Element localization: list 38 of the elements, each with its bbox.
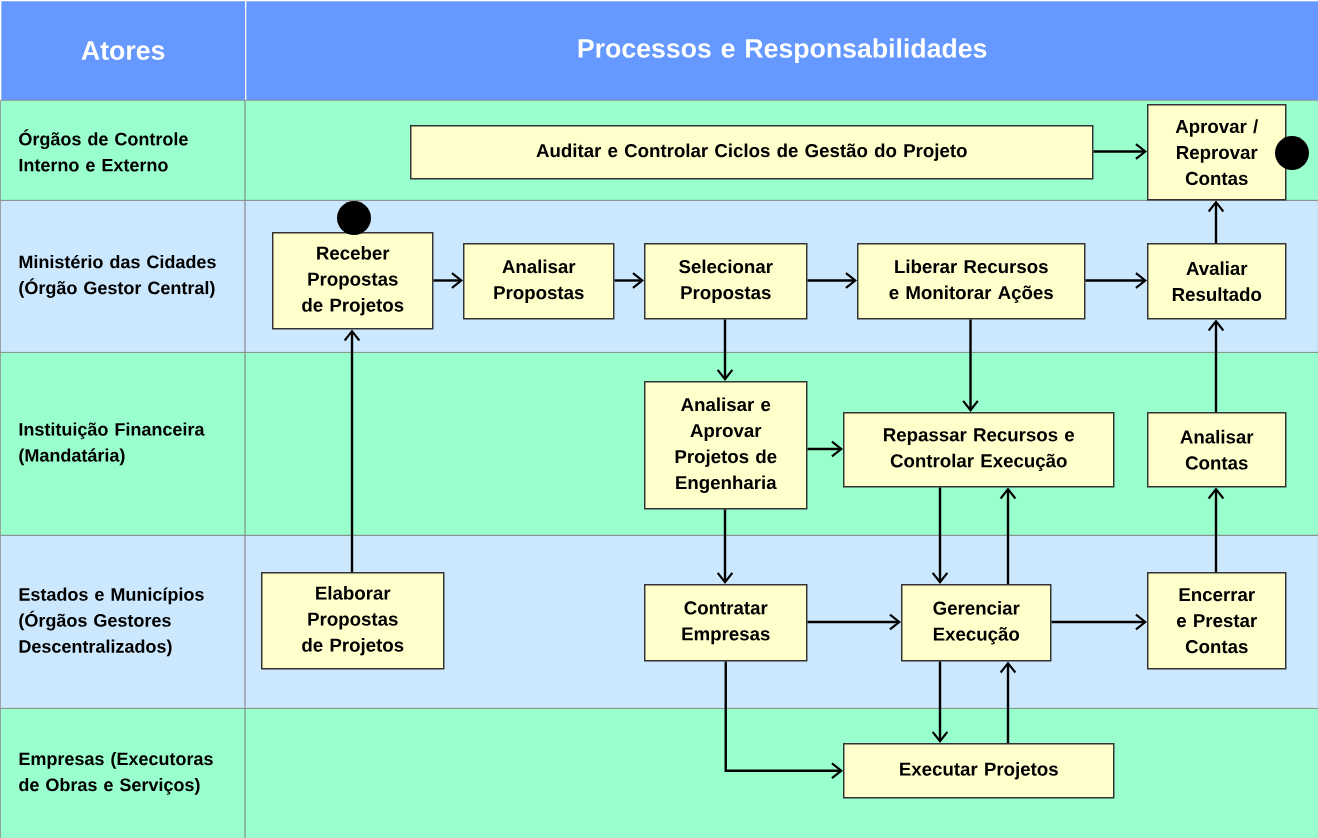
arrow bbox=[962, 319, 979, 412]
state-dot bbox=[337, 201, 371, 235]
arrow bbox=[433, 272, 463, 289]
process-box: Gerenciar Execução bbox=[901, 584, 1052, 662]
process-box: Encerrar e Prestar Contas bbox=[1147, 572, 1287, 670]
process-box: Avaliar Resultado bbox=[1147, 243, 1287, 320]
arrow bbox=[724, 661, 843, 779]
arrow bbox=[1207, 319, 1225, 412]
arrow bbox=[931, 487, 949, 584]
process-box: Elaborar Propostas de Projetos bbox=[261, 572, 445, 670]
arrow bbox=[716, 509, 734, 584]
arrow bbox=[614, 272, 644, 289]
process-box: Auditar e Controlar Ciclos de Gestão do Projeto bbox=[410, 125, 1094, 180]
process-box: Aprovar / Reprovar Contas bbox=[1147, 104, 1287, 201]
process-box: Analisar Propostas bbox=[463, 243, 615, 320]
arrow bbox=[1085, 272, 1147, 289]
arrow bbox=[999, 487, 1017, 584]
arrow bbox=[343, 329, 361, 572]
arrow bbox=[807, 272, 857, 289]
process-box: Analisar e Aprovar Projetos de Engenharia bbox=[644, 381, 808, 510]
arrow bbox=[1093, 143, 1147, 160]
arrow bbox=[1051, 613, 1147, 631]
arrow bbox=[807, 613, 901, 631]
header-cell: Atores bbox=[0, 0, 247, 102]
process-box: Selecionar Propostas bbox=[644, 243, 808, 320]
arrow bbox=[716, 319, 734, 381]
arrow bbox=[931, 661, 949, 743]
process-box: Liberar Recursos e Monitorar Ações bbox=[857, 243, 1086, 320]
process-box: Contratar Empresas bbox=[644, 584, 808, 662]
process-box: Repassar Recursos e Controlar Execução bbox=[843, 412, 1115, 488]
arrow bbox=[999, 661, 1017, 743]
process-box: Receber Propostas de Projetos bbox=[272, 232, 434, 330]
arrow bbox=[1207, 200, 1225, 243]
arrow bbox=[807, 440, 843, 458]
process-box: Executar Projetos bbox=[843, 743, 1115, 799]
process-box: Analisar Contas bbox=[1147, 412, 1287, 488]
state-dot bbox=[1275, 136, 1309, 170]
arrow bbox=[1207, 487, 1225, 572]
